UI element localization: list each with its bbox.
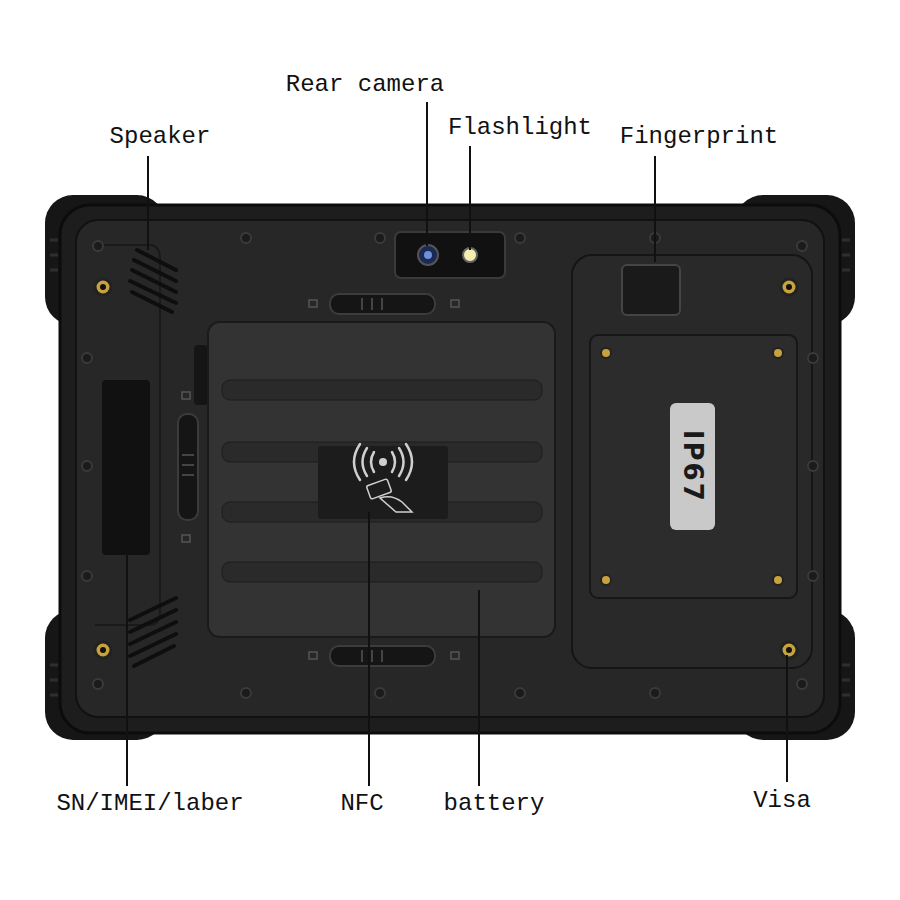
callout-label: SN/IMEI/laber — [54, 791, 245, 817]
callout-label: Fingerprint — [618, 124, 780, 150]
callout-label: battery — [442, 791, 547, 817]
callout-label: NFC — [338, 791, 385, 817]
callout-label: Speaker — [108, 124, 213, 150]
callout-label: Flashlight — [446, 115, 594, 141]
rating-badge-text: IP67 — [678, 428, 707, 505]
callout-label: Visa — [751, 788, 813, 814]
callout-label: Rear camera — [284, 72, 446, 98]
leader-lines — [127, 102, 787, 786]
